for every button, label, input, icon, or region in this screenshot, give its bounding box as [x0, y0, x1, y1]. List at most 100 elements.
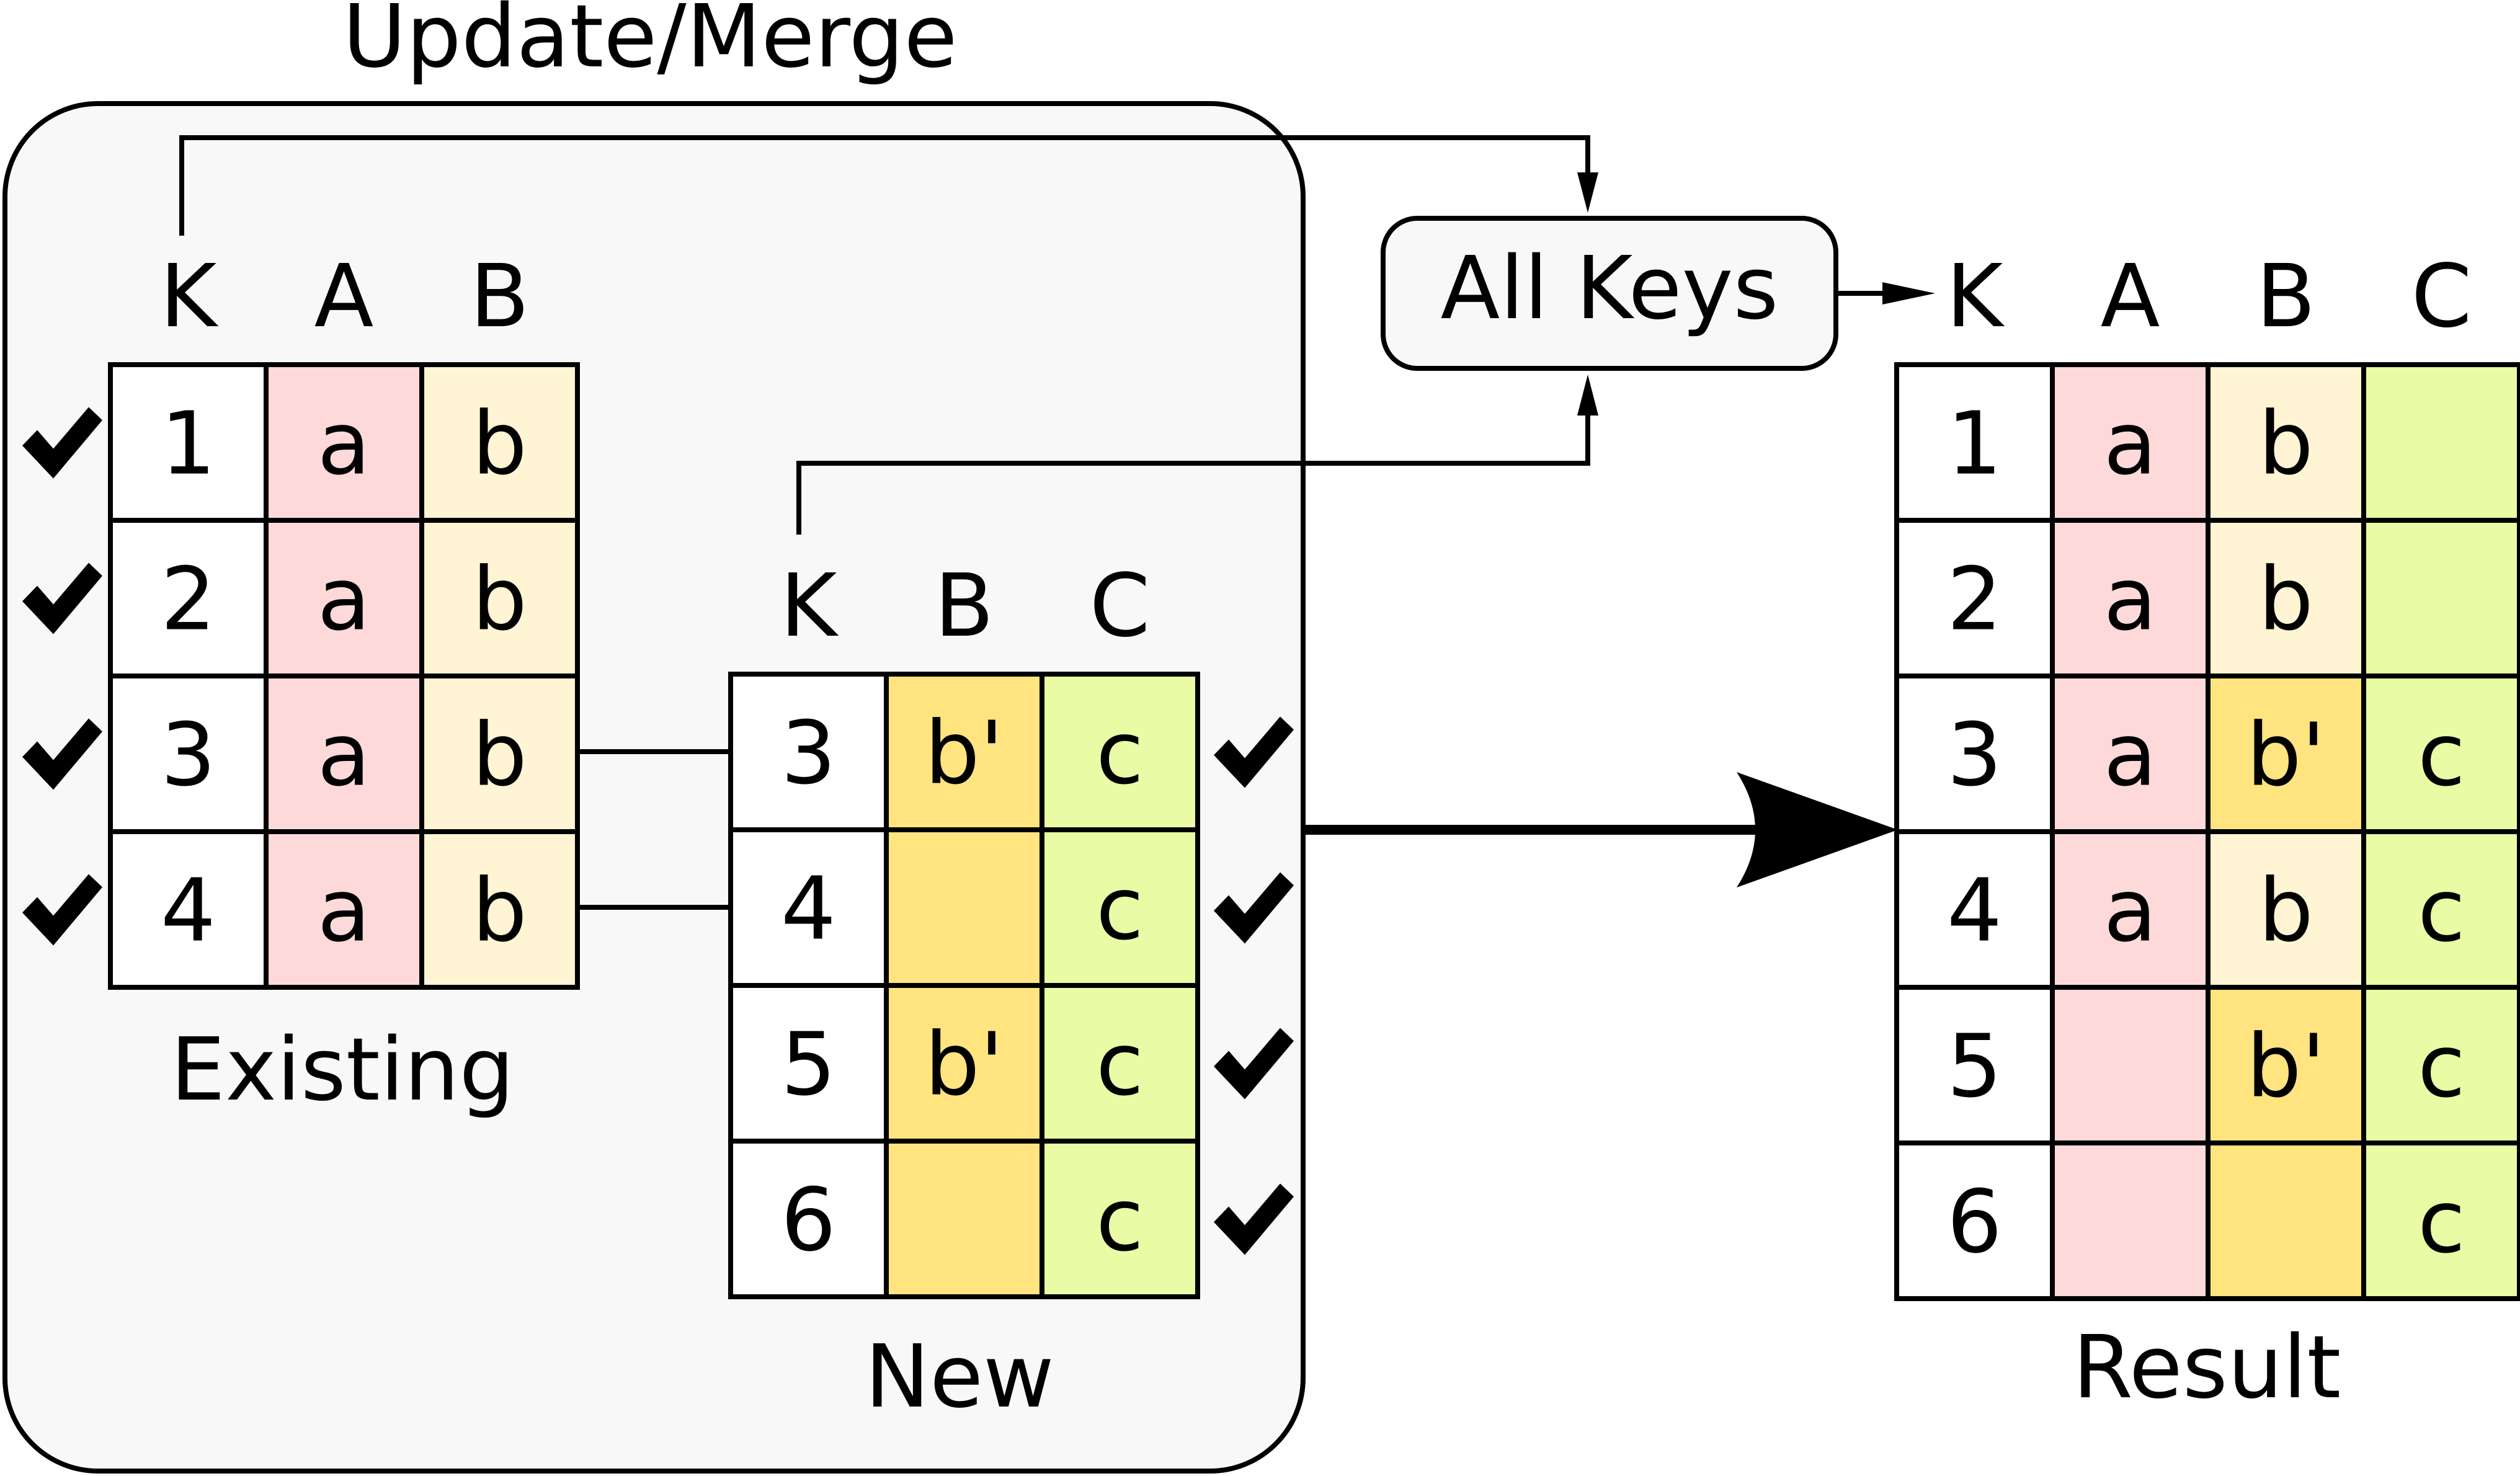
- result-cell-c: [2361, 362, 2520, 523]
- result-cell-a: [2050, 674, 2211, 834]
- result-cell-a: [2050, 829, 2211, 990]
- result-cell-text: 5: [1947, 1016, 2002, 1118]
- existing-cell-text: 1: [161, 394, 216, 495]
- result-cell-text: 3: [1947, 705, 2002, 806]
- existing-header-k: K: [160, 246, 219, 347]
- new-header-c: C: [1090, 556, 1151, 657]
- existing-keys-arrowhead: [1577, 172, 1598, 213]
- result-cell-c: [2361, 829, 2520, 990]
- result-header-b: B: [2256, 246, 2315, 347]
- existing-cell-a: [264, 362, 424, 523]
- result-cell-b: [2206, 674, 2366, 834]
- new-cell-k: [728, 1139, 889, 1299]
- result-cell-text: a: [2104, 394, 2157, 495]
- result-cell-k: [1894, 985, 2055, 1145]
- result-cell-text: b: [2258, 549, 2313, 651]
- existing-cell-a: [264, 829, 424, 990]
- all-keys-to-result-arrowhead: [1882, 282, 1935, 305]
- result-cell-text: b: [2258, 394, 2313, 495]
- new-cell-b: [884, 1139, 1044, 1299]
- result-cell-c: [2361, 1140, 2520, 1301]
- result-cell-a: [2050, 985, 2211, 1145]
- new-keys-connector: [796, 409, 1590, 535]
- result-cell-text: c: [2418, 1016, 2465, 1118]
- new-cell-b: [884, 672, 1044, 832]
- result-cell-text: 2: [1947, 549, 2002, 651]
- existing-cell-b: [419, 362, 580, 523]
- panel-title: Update/Merge: [342, 0, 957, 87]
- result-table-label: Result: [2073, 1317, 2341, 1418]
- result-cell-a: [2050, 1140, 2211, 1301]
- result-cell-text: a: [2104, 549, 2157, 651]
- existing-cell-text: b: [472, 394, 527, 495]
- result-border: [1894, 362, 2520, 1301]
- result-cell-text: 6: [1947, 1172, 2002, 1273]
- result-cell-text: b: [2258, 861, 2313, 962]
- new-header-k: K: [780, 556, 839, 657]
- existing-cell-text: a: [318, 705, 371, 806]
- new-cell-text: c: [1096, 703, 1144, 804]
- result-cell-a: [2050, 362, 2211, 523]
- new-cell-text: 3: [781, 703, 836, 804]
- existing-header-b: B: [470, 246, 529, 347]
- result-cell-a: [2050, 518, 2211, 678]
- existing-cell-text: 4: [161, 861, 216, 962]
- result-header-k: K: [1946, 246, 2005, 347]
- new-cell-text: 6: [781, 1170, 836, 1271]
- result-header-a: A: [2101, 246, 2160, 347]
- result-cell-c: [2361, 518, 2520, 678]
- new-header-b: B: [934, 556, 994, 657]
- new-cell-text: c: [1096, 1015, 1144, 1116]
- new-cell-text: 5: [781, 1015, 836, 1116]
- existing-cell-text: a: [318, 549, 371, 651]
- result-cell-k: [1894, 829, 2055, 990]
- new-cell-text: c: [1096, 859, 1144, 960]
- all-keys-box: [1381, 216, 1838, 371]
- existing-cell-text: b: [472, 861, 527, 962]
- check-mark-icon: [22, 718, 102, 790]
- new-cell-text: b': [925, 703, 1004, 804]
- check-mark-icon: [22, 562, 102, 634]
- result-cell-text: c: [2418, 861, 2465, 962]
- new-cell-text: 4: [781, 859, 836, 960]
- new-border: [728, 672, 1200, 1299]
- new-cell-k: [728, 983, 889, 1144]
- existing-cell-text: 3: [161, 705, 216, 806]
- result-cell-b: [2206, 829, 2366, 990]
- existing-cell-text: a: [318, 394, 371, 495]
- result-cell-text: c: [2418, 1172, 2465, 1273]
- all-keys-label: All Keys: [1441, 238, 1779, 339]
- result-cell-text: a: [2104, 705, 2157, 806]
- existing-cell-b: [419, 518, 580, 678]
- existing-keys-connector: [179, 135, 1590, 236]
- check-mark-icon: [1214, 1183, 1294, 1255]
- merge-arrow-head: [1737, 772, 1898, 887]
- result-cell-b: [2206, 1140, 2366, 1301]
- result-cell-text: c: [2418, 705, 2465, 806]
- result-cell-text: a: [2104, 861, 2157, 962]
- existing-header-a: A: [314, 246, 374, 347]
- check-mark-icon: [1214, 716, 1294, 788]
- result-cell-text: 1: [1947, 394, 2002, 495]
- new-keys-arrowhead: [1577, 375, 1598, 416]
- check-mark-icon: [22, 407, 102, 479]
- new-table-label: New: [865, 1327, 1054, 1428]
- existing-cell-text: b: [472, 549, 527, 651]
- existing-cell-text: a: [318, 861, 371, 962]
- result-cell-text: 4: [1947, 861, 2002, 962]
- existing-border: [108, 362, 580, 990]
- existing-cell-text: 2: [161, 549, 216, 651]
